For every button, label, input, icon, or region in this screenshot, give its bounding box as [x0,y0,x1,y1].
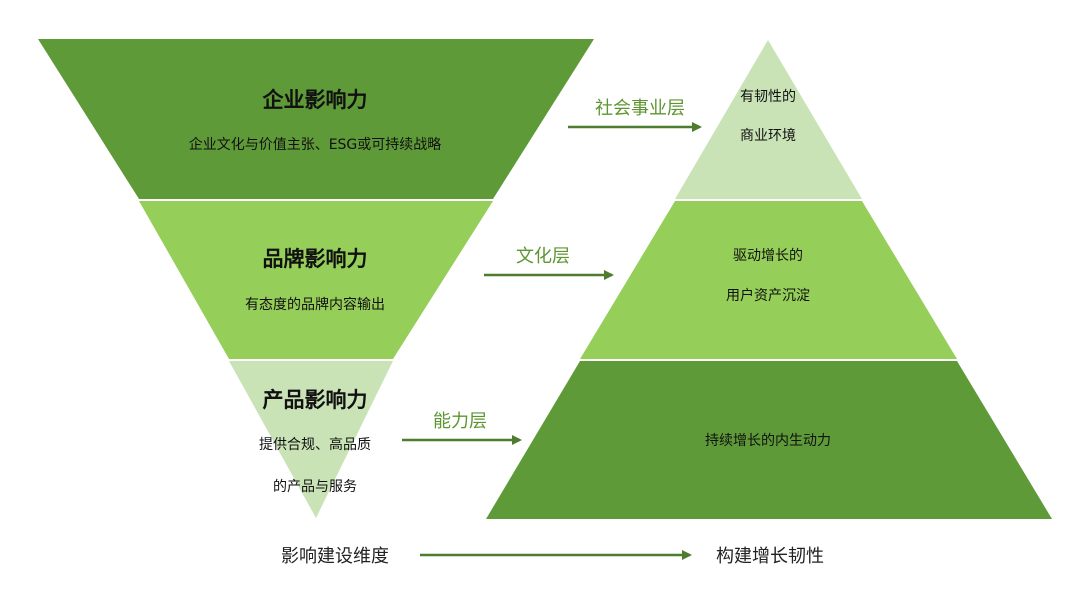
resilient-business-line2: 商业环境 [740,128,796,144]
society-layer-label: 社会事业层 [595,98,685,119]
resilient-business-line1: 有韧性的 [740,89,796,105]
product-influence-subtitle-line2: 的产品与服务 [273,479,357,495]
product-influence-band [229,361,393,518]
resilient-business-band [675,40,862,199]
influence-dimension-label: 影响建设维度 [281,546,389,567]
brand-influence-title: 品牌影响力 [262,247,368,271]
product-influence-title: 产品影响力 [262,388,368,412]
user-assets-line2: 用户资产沉淀 [726,288,810,304]
inverted-triangle [38,39,594,518]
user-assets-band [580,201,957,359]
growth-resilience-label: 构建增长韧性 [716,546,824,567]
product-influence-subtitle-line1: 提供合规、高品质 [259,437,371,453]
enterprise-influence-title: 企业影响力 [262,88,368,112]
enterprise-influence-subtitle: 企业文化与价值主张、ESG或可持续战略 [188,137,442,153]
user-assets-line1: 驱动增长的 [733,248,803,264]
capability-layer-label: 能力层 [433,411,487,432]
enterprise-influence-band [38,39,594,199]
brand-influence-band [139,201,493,359]
endogenous-growth-line1: 持续增长的内生动力 [705,433,831,449]
brand-influence-subtitle: 有态度的品牌内容输出 [245,297,385,313]
culture-layer-label: 文化层 [516,246,570,267]
endogenous-growth-band [486,361,1052,519]
pyramid [486,40,1052,519]
